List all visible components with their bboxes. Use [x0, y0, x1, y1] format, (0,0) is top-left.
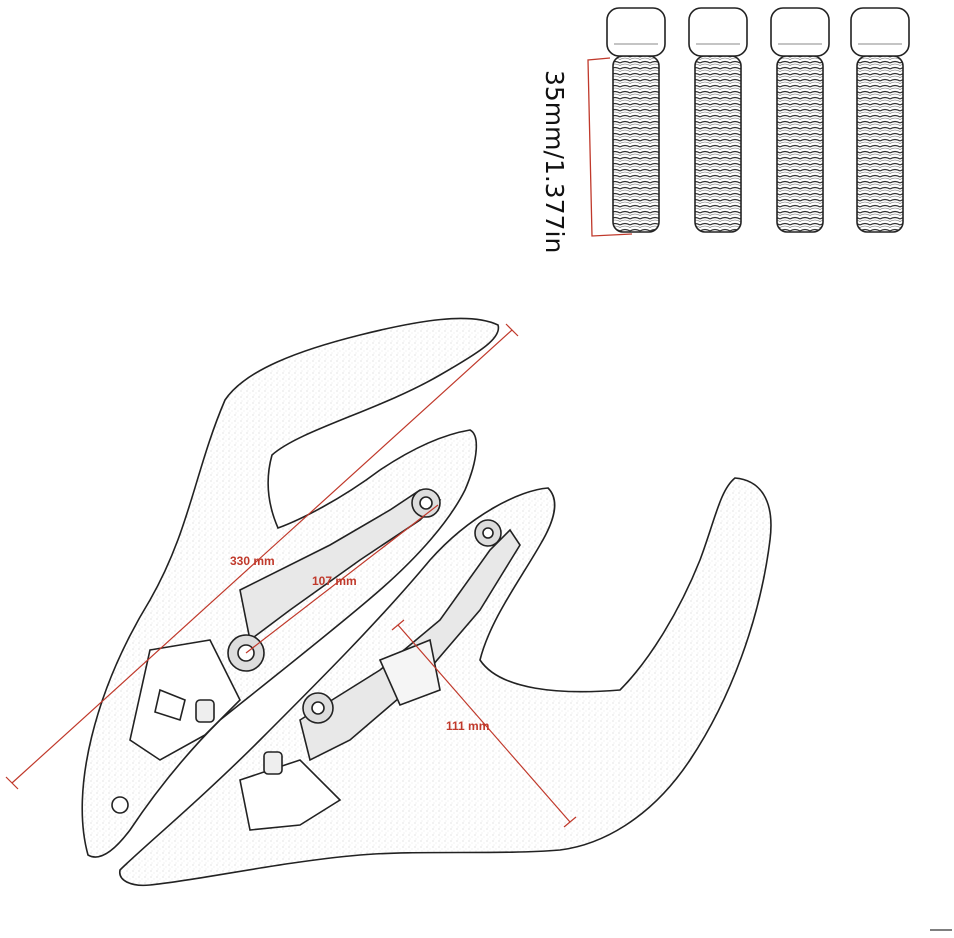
- bolt-head: [850, 7, 910, 57]
- bolt-head: [770, 7, 830, 57]
- bolt: [850, 7, 910, 233]
- bolt: [688, 7, 748, 233]
- bolt-thread: [694, 55, 742, 233]
- bolt-length-label: 35mm/1.377in: [540, 70, 569, 253]
- left-grab-handle: [81, 317, 500, 858]
- bolt-length-dimension: 35mm/1.377in: [540, 57, 633, 253]
- bolt-thread: [612, 55, 660, 233]
- bolt-head: [688, 7, 748, 57]
- bolt: [770, 7, 830, 233]
- bolt-head: [606, 7, 666, 57]
- right-handle-tab: [263, 751, 283, 775]
- handle-width-label: 111 mm: [446, 719, 489, 733]
- overall-length-label: 330 mm: [230, 554, 275, 568]
- bolt: [606, 7, 666, 233]
- dimension-lines: [5, 323, 577, 828]
- left-mount-hole-upper: [419, 496, 433, 510]
- right-grab-handle: [119, 477, 772, 887]
- right-handle-bracket: [299, 528, 521, 762]
- right-mount-hole-upper: [482, 527, 494, 539]
- mount-spacing-label: 107 mm: [312, 574, 357, 588]
- overall-length-line: [11, 329, 513, 784]
- right-mount-hole-lower: [311, 701, 325, 715]
- handle-width-line: [397, 624, 571, 823]
- mount-spacing-line: [245, 504, 439, 654]
- bolt-thread: [856, 55, 904, 233]
- left-handle-tab: [195, 699, 215, 723]
- bolt-thread: [776, 55, 824, 233]
- right-handle-rib: [239, 759, 342, 831]
- left-handle-end-hole: [111, 796, 129, 814]
- bolt-set: [606, 7, 910, 233]
